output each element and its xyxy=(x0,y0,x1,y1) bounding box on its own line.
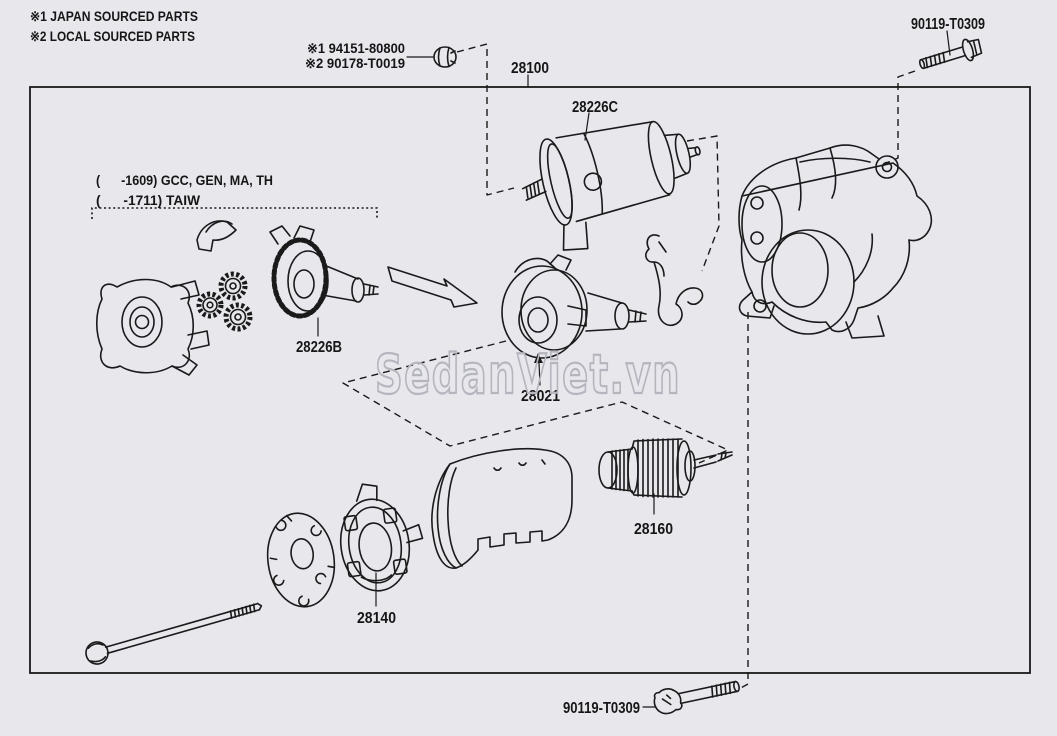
brush-holder-drawing xyxy=(339,483,424,592)
application-bracket xyxy=(91,207,378,219)
housing-drawing xyxy=(738,144,933,339)
planetary-gear-drawing xyxy=(196,271,253,332)
legend-line-1: ※1 JAPAN SOURCED PARTS xyxy=(30,9,198,24)
clutch-sub-drawing xyxy=(269,225,379,319)
legend-line-2: ※2 LOCAL SOURCED PARTS xyxy=(30,29,195,44)
diagram-border xyxy=(29,86,1031,674)
application-note-line-1: ( -1609) GCC, GEN, MA, TH xyxy=(96,173,273,188)
application-note-line-2: ( -1711) TAIW xyxy=(96,193,200,208)
dashed-subassembly-outline xyxy=(342,340,729,464)
end-cover-drawing xyxy=(95,278,210,376)
yoke-drawing xyxy=(431,447,573,569)
direction-arrow xyxy=(387,266,478,308)
bottom-bolt-drawing xyxy=(653,680,740,715)
part-label-90119-top: 90119-T0309 xyxy=(911,16,985,33)
part-label-28160: 28160 xyxy=(634,521,673,538)
part-label-28021: 28021 xyxy=(521,388,560,405)
fastener-note-line-1: ※1 94151-80800 xyxy=(307,41,405,56)
part-label-28100: 28100 xyxy=(511,60,549,77)
through-bolt-drawing xyxy=(85,602,263,665)
dashed-connector-nut xyxy=(456,43,515,196)
spring-wedge-drawing xyxy=(196,220,237,252)
dashed-connector-top-bolt xyxy=(883,70,916,165)
watermark-text: SedanViet.vn xyxy=(375,343,681,406)
part-label-28226c: 28226C xyxy=(572,99,618,116)
end-plate-drawing xyxy=(266,512,336,608)
solenoid-drawing xyxy=(521,120,701,251)
leader-28021 xyxy=(538,362,541,386)
part-label-28140: 28140 xyxy=(357,610,396,627)
nut-drawing xyxy=(433,46,457,68)
dashed-connector-solenoid xyxy=(686,135,720,272)
fastener-note-line-2: ※2 90178-T0019 xyxy=(305,56,405,71)
dashed-connector-bottom-bolt xyxy=(738,312,749,690)
part-label-28226b: 28226B xyxy=(296,339,342,356)
clutch-drawing xyxy=(501,254,647,359)
fork-lever-drawing xyxy=(645,234,704,326)
part-label-90119-bottom: 90119-T0309 xyxy=(563,700,640,717)
drive-pinion-drawing xyxy=(598,438,733,498)
top-bolt-drawing xyxy=(918,38,983,70)
